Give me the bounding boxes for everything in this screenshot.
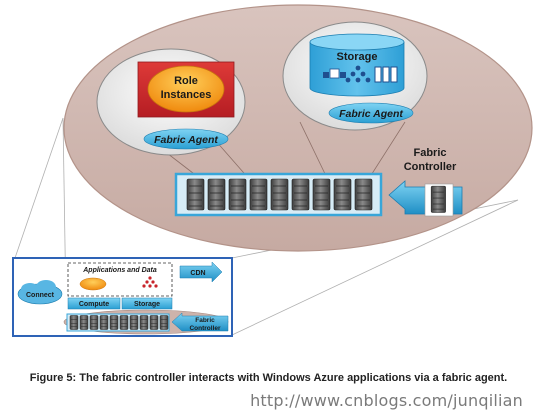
server-icon	[291, 178, 310, 211]
server-icon	[312, 178, 331, 211]
inset-apps-label: Applications and Data	[82, 267, 157, 274]
role-instances-node: Role Instances Fabric Agent	[96, 48, 246, 156]
inset-controller-label-2: Controller	[189, 325, 221, 332]
storage-label: Storage	[337, 51, 378, 63]
cdn-label: CDN	[190, 270, 205, 277]
inset-storage-bar	[121, 297, 173, 310]
inset-controller-label-1: Fabric	[195, 317, 215, 324]
controller-label-line2: Controller	[404, 161, 457, 173]
storage-node: Storage Fabric Agent	[282, 21, 428, 131]
server-icon	[333, 178, 352, 211]
inset-controller-arrow	[171, 312, 229, 332]
inset-compute-bar	[67, 297, 121, 310]
fabric-agent-left-label: Fabric Agent	[154, 134, 218, 146]
fabric-agent-left-pill	[143, 128, 229, 150]
queue-icon	[374, 66, 398, 83]
server-icon	[186, 178, 205, 211]
table-icon	[345, 65, 371, 83]
inset-storage-label: Storage	[134, 301, 160, 308]
role-label-line2: Instances	[161, 89, 212, 101]
cdn-arrow: CDN	[179, 261, 223, 283]
fabric-controller: Fabric Controller	[388, 147, 463, 217]
inset-compute-label: Compute	[79, 301, 109, 308]
storage-cylinder-top	[309, 33, 405, 51]
server-icon	[354, 178, 373, 211]
server-icon	[207, 178, 226, 211]
inset-role-ellipse	[79, 277, 107, 291]
role-label-line1: Role	[174, 75, 198, 87]
figure-caption: Figure 5: The fabric controller interact…	[29, 372, 508, 384]
server-icon	[270, 178, 289, 211]
server-icon	[249, 178, 268, 211]
server-rack	[174, 172, 383, 217]
blob-icon	[323, 68, 346, 79]
fabric-agent-right-pill	[328, 102, 414, 124]
inset-diagram: Applications and Data Connect CDN Comput…	[12, 257, 233, 337]
watermark-url: http://www.cnblogs.com/junqilian	[250, 391, 523, 410]
role-orange-ellipse	[147, 65, 225, 113]
server-icon	[228, 178, 247, 211]
controller-server-icon	[430, 185, 446, 213]
inset-table-icon	[142, 276, 158, 288]
controller-label-line1: Fabric	[413, 147, 446, 159]
connect-label: Connect	[26, 292, 55, 299]
connect-cloud: Connect	[17, 280, 63, 305]
fabric-agent-right-label: Fabric Agent	[339, 108, 403, 120]
